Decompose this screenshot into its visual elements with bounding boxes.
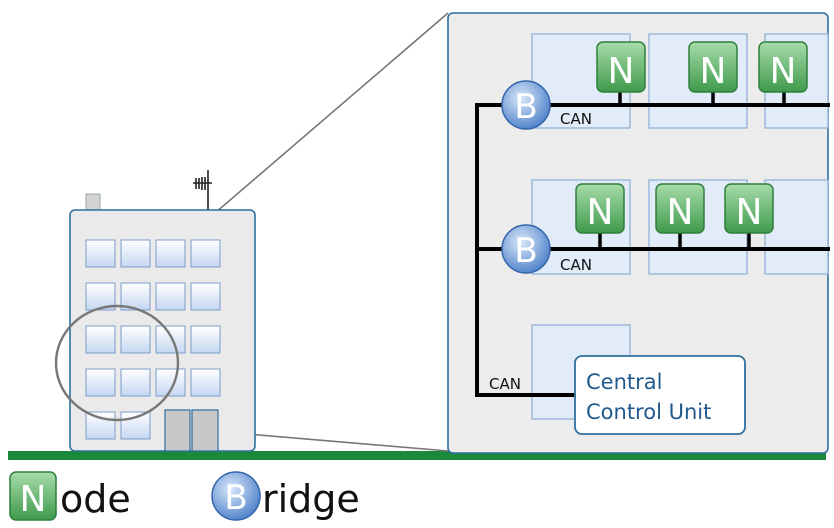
legend-node-label: ode [60, 477, 131, 521]
legend-bridge-icon: B [211, 471, 261, 521]
room [764, 179, 829, 275]
antenna-icon [193, 170, 212, 210]
legend-bridge-label: ridge [262, 477, 360, 521]
building-window [155, 239, 186, 268]
central-unit-line2: Control Unit [586, 400, 711, 424]
svg-text:B: B [224, 478, 247, 518]
building [54, 170, 256, 452]
building-window [190, 239, 221, 268]
building-window [190, 282, 221, 311]
bridge-icon: B [501, 80, 551, 130]
node-icon: N [655, 183, 705, 234]
legend: N ode B ridge [9, 471, 360, 521]
building-window [85, 368, 116, 397]
can-bus-backbone [475, 103, 579, 397]
can-label-backbone: CAN [489, 375, 521, 393]
nodes: N N N N N N [575, 41, 808, 234]
svg-text:N: N [700, 51, 727, 92]
legend-node-icon: N [9, 471, 57, 521]
svg-text:N: N [608, 51, 635, 92]
node-icon: N [575, 183, 625, 234]
building-window [120, 411, 151, 440]
zoom-circle [54, 304, 180, 422]
building-window [155, 325, 186, 354]
svg-text:N: N [736, 192, 763, 233]
building-window [120, 239, 151, 268]
svg-text:N: N [667, 192, 694, 233]
bridge-icon: B [501, 224, 551, 274]
building-windows [85, 239, 221, 440]
building-window [120, 325, 151, 354]
building-window [120, 368, 151, 397]
node-stubs [598, 92, 786, 249]
can-label-floor-2: CAN [560, 256, 592, 274]
svg-text:N: N [770, 51, 797, 92]
node-icon: N [688, 41, 738, 93]
building-window [85, 325, 116, 354]
node-icon: N [596, 41, 646, 93]
building-window [190, 325, 221, 354]
ground-line [8, 451, 826, 460]
can-label-floor-1: CAN [560, 110, 592, 128]
door-right [191, 409, 219, 452]
building-window [190, 368, 221, 397]
node-icon: N [758, 41, 808, 93]
door-left [164, 409, 191, 452]
bridges: B B [501, 80, 551, 274]
building-window [155, 282, 186, 311]
svg-text:N: N [587, 192, 614, 233]
svg-text:B: B [514, 231, 537, 271]
central-unit-line1: Central [586, 370, 662, 394]
svg-text:N: N [20, 479, 47, 520]
central-control-unit: Central Control Unit [574, 355, 746, 435]
building-window [85, 411, 116, 440]
roof-vent [85, 193, 101, 211]
node-icon: N [724, 183, 774, 234]
building-window [85, 239, 116, 268]
svg-text:B: B [514, 87, 537, 127]
